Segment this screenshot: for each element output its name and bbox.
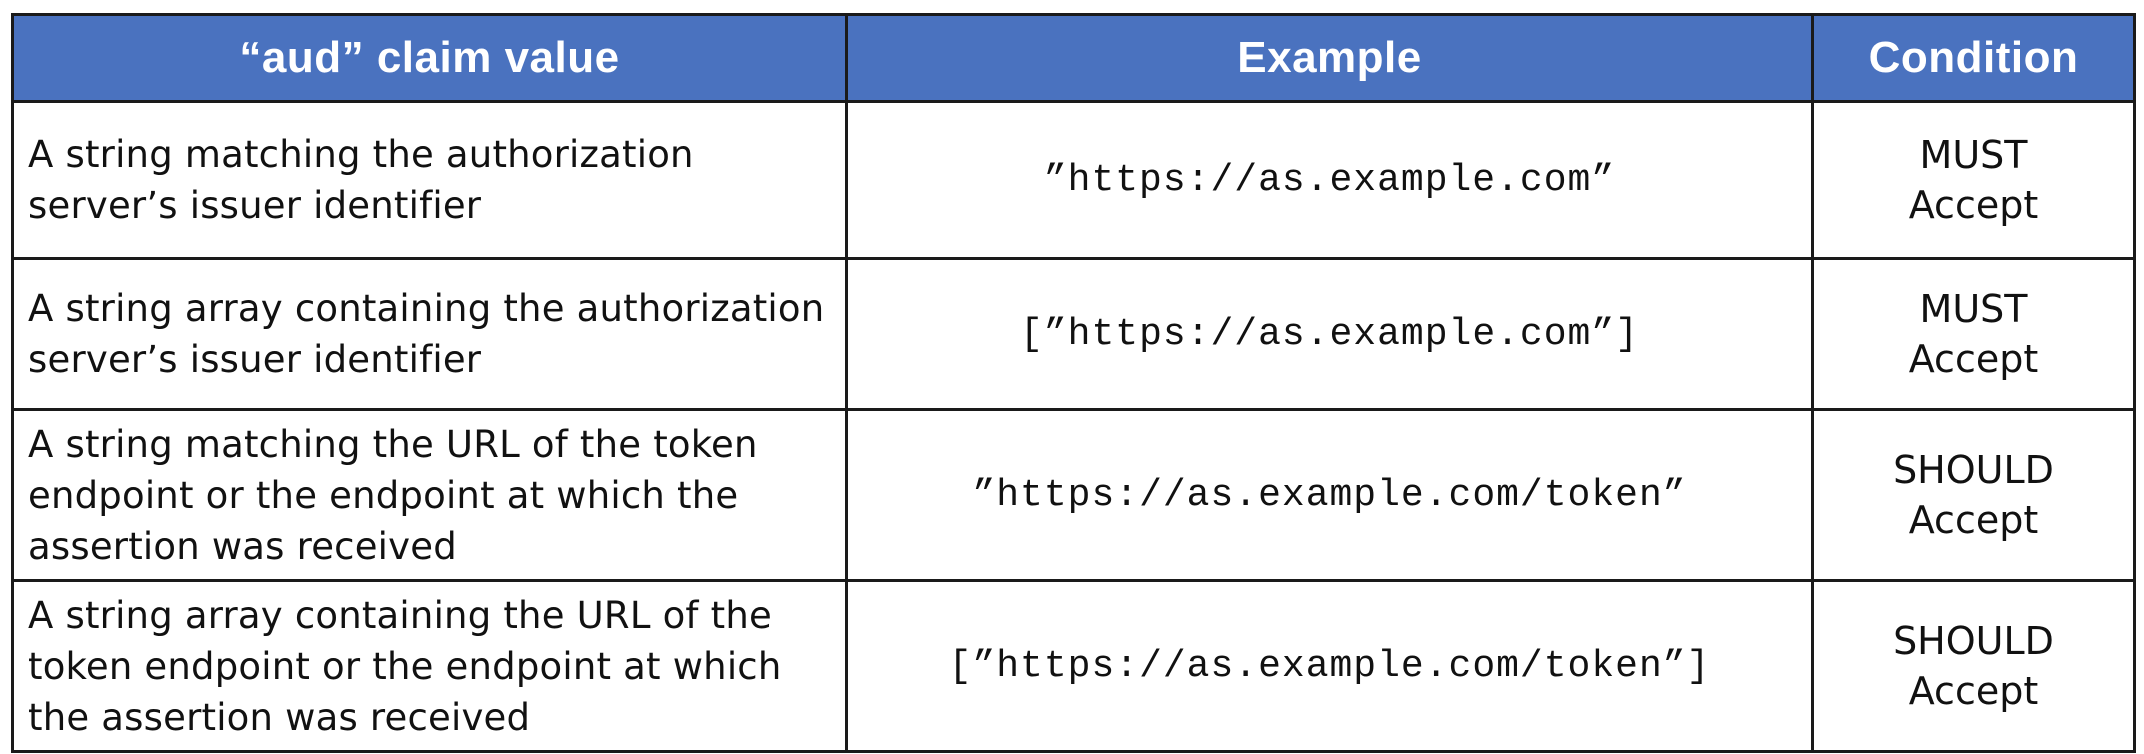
aud-claim-table: “aud” claim value Example Condition A st… xyxy=(11,13,2136,753)
header-condition: Condition xyxy=(1811,13,2136,103)
condition-action: Accept xyxy=(1908,183,2039,227)
condition-action: Accept xyxy=(1908,498,2039,542)
example-cell: [”https://as.example.com/token”] xyxy=(845,579,1814,753)
header-example: Example xyxy=(845,13,1814,103)
example-cell: [”https://as.example.com”] xyxy=(845,257,1814,411)
description-cell: A string array containing the URL of the… xyxy=(11,579,848,753)
header-aud-claim-value: “aud” claim value xyxy=(11,13,848,103)
header-row: “aud” claim value Example Condition xyxy=(11,13,2136,103)
condition-cell: SHOULD Accept xyxy=(1811,408,2136,582)
table-row: A string array containing the URL of the… xyxy=(11,579,2136,753)
description-cell: A string matching the URL of the token e… xyxy=(11,408,848,582)
table-row: A string array containing the authorizat… xyxy=(11,257,2136,411)
description-cell: A string array containing the authorizat… xyxy=(11,257,848,411)
table-row: A string matching the authorization serv… xyxy=(11,100,2136,260)
table-row: A string matching the URL of the token e… xyxy=(11,408,2136,582)
condition-action: Accept xyxy=(1908,337,2039,381)
condition-cell: MUST Accept xyxy=(1811,257,2136,411)
condition-level: SHOULD xyxy=(1893,619,2054,663)
condition-level: MUST xyxy=(1919,133,2028,177)
example-cell: ”https://as.example.com/token” xyxy=(845,408,1814,582)
condition-level: SHOULD xyxy=(1893,448,2054,492)
condition-level: MUST xyxy=(1919,287,2028,331)
condition-cell: SHOULD Accept xyxy=(1811,579,2136,753)
condition-action: Accept xyxy=(1908,669,2039,713)
description-cell: A string matching the authorization serv… xyxy=(11,100,848,260)
condition-cell: MUST Accept xyxy=(1811,100,2136,260)
example-cell: ”https://as.example.com” xyxy=(845,100,1814,260)
